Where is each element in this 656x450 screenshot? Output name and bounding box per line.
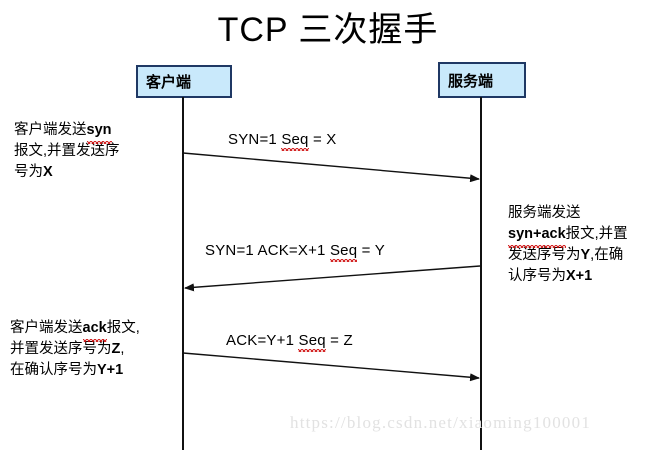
actor-box-client[interactable]: 客户端 [136, 65, 232, 98]
note-client-syn: 客户端发送syn 报文,并置发送序 号为X [14, 122, 120, 180]
watermark: https://blog.csdn.net/xiaoming100001 [290, 413, 592, 432]
note-server-synack: 服务端发送 syn+ack报文,并置 发送序号为Y,在确 认序号为X+1 [508, 205, 628, 284]
note-client-ack: 客户端发送ack报文, 并置发送序号为Z, 在确认序号为Y+1 [10, 320, 140, 378]
arrow-msg-3 [182, 352, 480, 382]
actor-label-client: 客户端 [146, 74, 192, 91]
actor-label-server: 服务端 [448, 72, 494, 90]
arrow-msg-1 [182, 152, 480, 183]
arrow-msg-2 [184, 265, 481, 292]
message-label-2: SYN=1 ACK=X+1 Seq = Y [205, 242, 385, 262]
message-text-1: SYN=1 Seq = X [228, 131, 337, 151]
message-label-3: ACK=Y+1 Seq = Z [226, 332, 353, 352]
actor-box-server[interactable]: 服务端 [438, 62, 526, 98]
lifeline-client [182, 97, 184, 450]
message-text-3: ACK=Y+1 Seq = Z [226, 332, 353, 352]
page-title: TCP 三次握手 [217, 11, 439, 49]
message-label-1: SYN=1 Seq = X [228, 131, 337, 151]
lifeline-server [480, 97, 482, 450]
message-text-2: SYN=1 ACK=X+1 Seq = Y [205, 242, 385, 262]
